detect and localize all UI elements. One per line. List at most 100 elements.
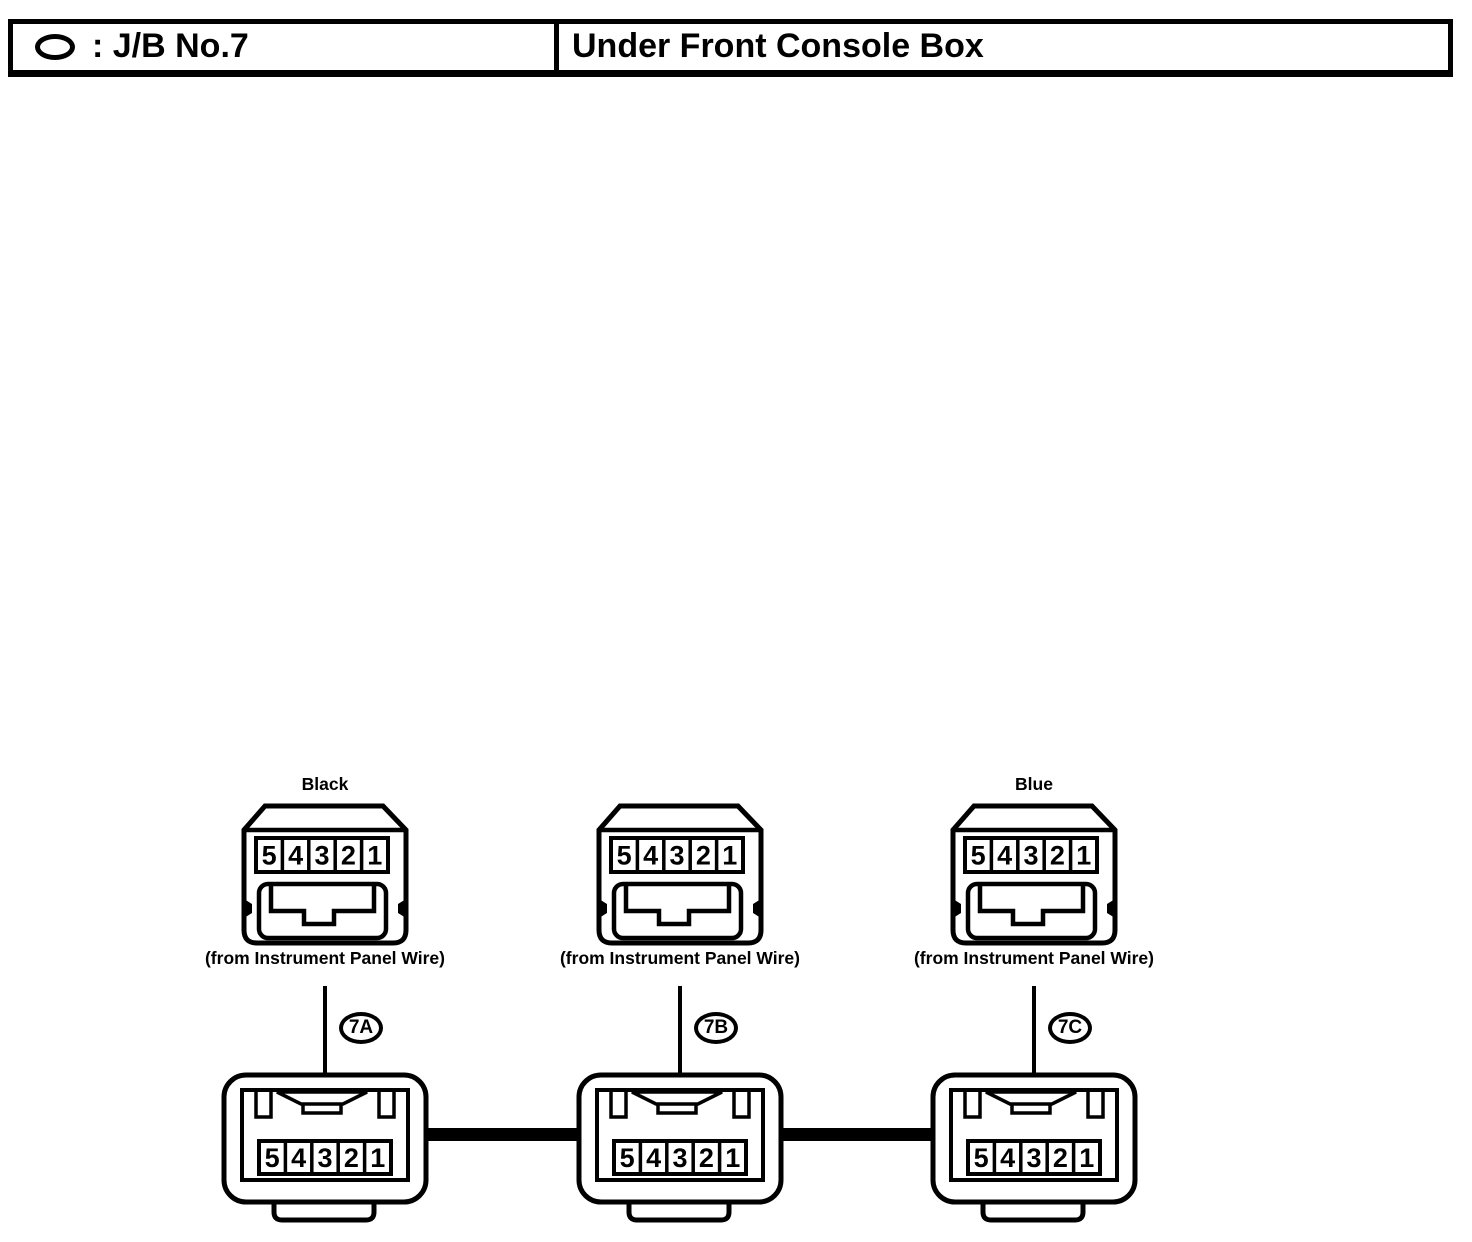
left-key-notch xyxy=(254,1090,273,1119)
left-side-notch xyxy=(953,899,961,918)
bottom-tab xyxy=(626,1202,732,1223)
connector-recess xyxy=(965,881,1098,941)
bottom-tab xyxy=(271,1202,377,1223)
center-key-slot xyxy=(301,1104,343,1115)
pin-number: 2 xyxy=(344,1143,359,1173)
pin-number: 5 xyxy=(974,1143,989,1173)
connector-color-label-blue: Blue xyxy=(1015,774,1053,794)
pin-number: 2 xyxy=(696,841,711,871)
pin-row-frame xyxy=(612,1139,748,1176)
connector-caption: (from Instrument Panel Wire) xyxy=(559,948,800,968)
pin-number: 1 xyxy=(725,1143,740,1173)
bottom-connector-7b: 5 4 3 2 1 xyxy=(576,1072,784,1223)
right-key-notch xyxy=(1086,1090,1105,1119)
pin-number: 4 xyxy=(288,841,303,871)
pin-number: 5 xyxy=(262,841,277,871)
bottom-connector-7a: 5 4 3 2 1 xyxy=(221,1072,429,1223)
pin-number: 5 xyxy=(971,841,986,871)
wire-vertical-7a xyxy=(323,986,327,1073)
pin-number: 1 xyxy=(370,1143,385,1173)
pin-grid: 5 4 3 2 1 xyxy=(612,1139,748,1176)
pin-number: 4 xyxy=(643,841,658,871)
connector-recess xyxy=(611,881,744,941)
pin-number: 1 xyxy=(367,841,382,871)
pin-grid: 5 4 3 2 1 xyxy=(963,836,1099,874)
pin-number: 3 xyxy=(672,1143,687,1173)
pin-grid: 5 4 3 2 1 xyxy=(257,1139,393,1176)
pin-number: 3 xyxy=(1023,841,1038,871)
right-side-notch xyxy=(1107,899,1115,918)
pin-dividers xyxy=(283,1141,367,1174)
connector-caption: (from Instrument Panel Wire) xyxy=(204,948,445,968)
top-connector-middle: 5 4 3 2 1 xyxy=(596,803,764,946)
center-key-slot xyxy=(656,1104,698,1115)
wire-vertical-7c xyxy=(1032,986,1036,1073)
junction-wire-left xyxy=(420,1128,583,1141)
pin-number: 3 xyxy=(669,841,684,871)
junction-wire-right xyxy=(777,1128,938,1141)
header-table: : J/B No.7 Under Front Console Box xyxy=(8,19,1453,77)
pin-row-frame xyxy=(254,836,390,874)
connector-keyway xyxy=(623,884,732,927)
center-key-trapezoid xyxy=(631,1090,723,1106)
right-side-notch xyxy=(753,899,761,918)
pin-row-frame xyxy=(609,836,745,874)
pin-number: 3 xyxy=(1026,1143,1041,1173)
pin-number: 5 xyxy=(617,841,632,871)
top-connector-blue: 5 4 3 2 1 xyxy=(950,803,1118,946)
header-cell-location: Under Front Console Box xyxy=(559,24,1448,70)
pin-number: 1 xyxy=(1079,1143,1094,1173)
connector-recess xyxy=(256,881,389,941)
pin-row-frame xyxy=(963,836,1099,874)
top-connector-black: 5 4 3 2 1 xyxy=(241,803,409,946)
junction-label-7c: 7C xyxy=(1048,1012,1092,1044)
wire-vertical-7b xyxy=(678,986,682,1073)
header-location-label: Under Front Console Box xyxy=(572,27,984,65)
pin-dividers xyxy=(989,838,1073,872)
pin-number: 4 xyxy=(646,1143,661,1173)
pin-dividers xyxy=(635,838,719,872)
pin-dividers xyxy=(280,838,364,872)
junction-block-oval-icon xyxy=(35,34,75,60)
center-key-trapezoid xyxy=(985,1090,1077,1106)
right-key-notch xyxy=(732,1090,751,1119)
connector-keyway xyxy=(977,884,1086,927)
inner-frame xyxy=(595,1088,765,1182)
header-cell-symbol: : J/B No.7 xyxy=(13,24,559,70)
connector-keyway xyxy=(268,884,377,927)
pin-number: 1 xyxy=(722,841,737,871)
pin-row-frame xyxy=(966,1139,1102,1176)
pin-number: 4 xyxy=(997,841,1012,871)
junction-label-7b: 7B xyxy=(694,1012,738,1044)
pin-dividers xyxy=(992,1141,1076,1174)
pin-number: 5 xyxy=(265,1143,280,1173)
pin-grid: 5 4 3 2 1 xyxy=(966,1139,1102,1176)
pin-number: 2 xyxy=(1053,1143,1068,1173)
connector-caption: (from Instrument Panel Wire) xyxy=(913,948,1154,968)
pin-grid: 5 4 3 2 1 xyxy=(609,836,745,874)
pin-number: 4 xyxy=(291,1143,306,1173)
left-side-notch xyxy=(244,899,252,918)
left-key-notch xyxy=(963,1090,982,1119)
pin-number: 2 xyxy=(1050,841,1065,871)
pin-number: 2 xyxy=(699,1143,714,1173)
connector-color-label-black: Black xyxy=(301,774,349,794)
right-side-notch xyxy=(398,899,406,918)
bottom-tab xyxy=(980,1202,1086,1223)
inner-frame xyxy=(949,1088,1119,1182)
pin-row-frame xyxy=(257,1139,393,1176)
bottom-connector-7c: 5 4 3 2 1 xyxy=(930,1072,1138,1223)
pin-number: 3 xyxy=(314,841,329,871)
left-key-notch xyxy=(609,1090,628,1119)
right-key-notch xyxy=(377,1090,396,1119)
junction-label-7a: 7A xyxy=(339,1012,383,1044)
center-key-slot xyxy=(1010,1104,1052,1115)
header-jb-label: : J/B No.7 xyxy=(92,27,249,65)
left-side-notch xyxy=(599,899,607,918)
pin-number: 2 xyxy=(341,841,356,871)
pin-number: 5 xyxy=(620,1143,635,1173)
pin-number: 1 xyxy=(1076,841,1091,871)
pin-number: 4 xyxy=(1000,1143,1015,1173)
